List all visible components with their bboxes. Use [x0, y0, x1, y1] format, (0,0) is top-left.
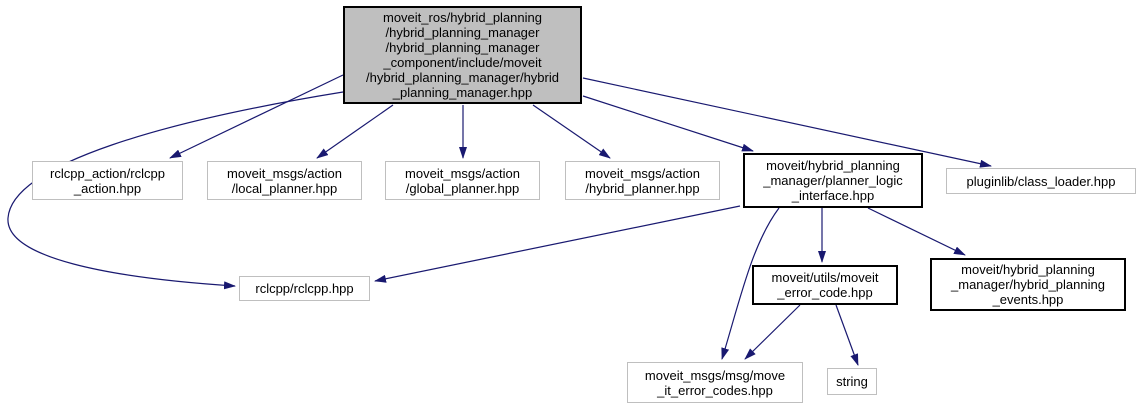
- node-rclcpp-hpp: rclcpp/rclcpp.hpp: [239, 276, 370, 301]
- node-string: string: [827, 368, 877, 395]
- edge-root-to-class-loader: [582, 77, 992, 168]
- edge-planner-logic-to-hybrid-planning-events: [867, 207, 966, 256]
- edge-moveit-error-code-to-move-it-error-codes: [744, 304, 801, 360]
- node-moveit-error-code-hpp[interactable]: moveit/utils/moveit _error_code.hpp: [752, 265, 898, 305]
- edge-root-to-rclcpp-action: [169, 74, 344, 159]
- node-rclcpp-action-hpp: rclcpp_action/rclcpp _action.hpp: [32, 161, 183, 200]
- node-global-planner-hpp: moveit_msgs/action /global_planner.hpp: [385, 161, 540, 200]
- node-hybrid-planning-manager-hpp: moveit_ros/hybrid_planning /hybrid_plann…: [343, 6, 582, 104]
- edge-planner-logic-to-move-it-error-codes: [721, 207, 780, 360]
- edge-root-to-rclcpp: [7, 91, 344, 290]
- edge-moveit-error-code-to-string: [835, 304, 859, 366]
- edge-root-to-hybrid-planner: [532, 104, 611, 159]
- node-pluginlib-class-loader-hpp: pluginlib/class_loader.hpp: [946, 168, 1136, 194]
- node-hybrid-planner-hpp: moveit_msgs/action /hybrid_planner.hpp: [565, 161, 720, 200]
- edge-planner-logic-to-rclcpp: [374, 205, 741, 283]
- node-planner-logic-interface-hpp[interactable]: moveit/hybrid_planning _manager/planner_…: [743, 153, 923, 208]
- node-move-it-error-codes-hpp: moveit_msgs/msg/move _it_error_codes.hpp: [627, 362, 803, 403]
- edge-root-to-local-planner: [316, 104, 394, 159]
- node-hybrid-planning-events-hpp[interactable]: moveit/hybrid_planning _manager/hybrid_p…: [930, 258, 1126, 311]
- node-local-planner-hpp: moveit_msgs/action /local_planner.hpp: [207, 161, 362, 200]
- edge-root-to-planner-logic-interface: [582, 95, 754, 152]
